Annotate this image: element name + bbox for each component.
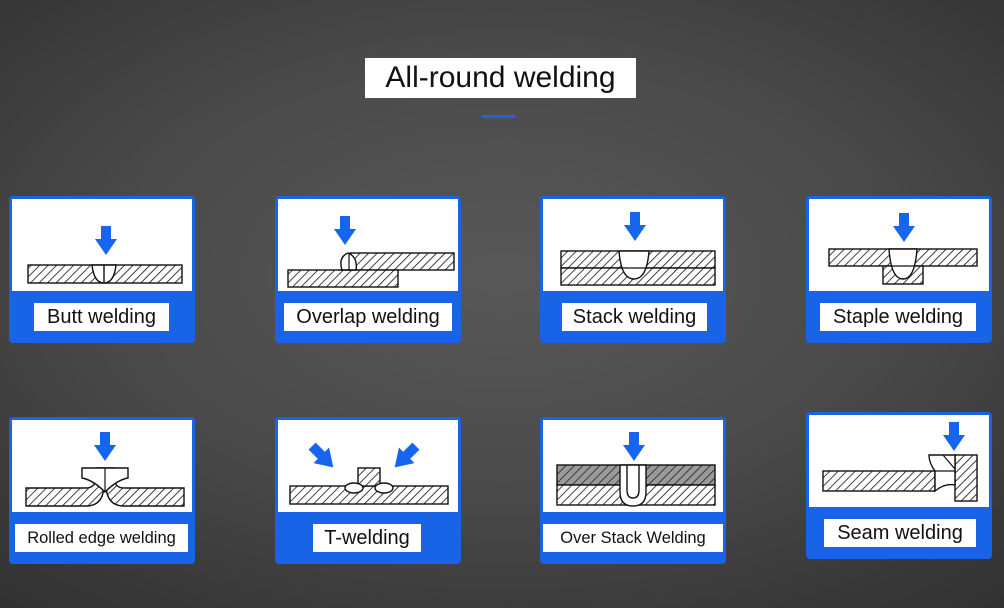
card-overlap-welding: Overlap welding: [275, 196, 461, 343]
card-stack-welding: Stack welding: [540, 196, 726, 343]
card-t-welding: T-welding: [275, 417, 461, 564]
page-title: All-round welding: [365, 58, 636, 98]
card-rolled-edge-welding: Rolled edge welding: [9, 417, 195, 564]
over-stack-weld-diagram-icon: [543, 420, 723, 512]
card-label: T-welding: [313, 524, 421, 552]
card-label: Butt welding: [34, 303, 169, 331]
card-label: Overlap welding: [284, 303, 452, 331]
card-over-stack-welding: Over Stack Welding: [540, 417, 726, 564]
staple-weld-diagram-icon: [809, 199, 989, 291]
card-label: Seam welding: [824, 519, 976, 547]
card-label: Stack welding: [562, 303, 707, 331]
card-label: Rolled edge welding: [15, 524, 188, 552]
title-underline: [482, 115, 515, 118]
butt-weld-diagram-icon: [12, 199, 192, 291]
card-label: Over Stack Welding: [543, 524, 723, 552]
rolled-edge-weld-diagram-icon: [12, 420, 192, 512]
card-butt-welding: Butt welding: [9, 196, 195, 343]
overlap-weld-diagram-icon: [278, 199, 458, 291]
card-label: Staple welding: [820, 303, 976, 331]
seam-weld-diagram-icon: [809, 415, 989, 507]
card-seam-welding: Seam welding: [806, 412, 992, 559]
card-staple-welding: Staple welding: [806, 196, 992, 343]
t-weld-diagram-icon: [278, 420, 458, 512]
stack-weld-diagram-icon: [543, 199, 723, 291]
